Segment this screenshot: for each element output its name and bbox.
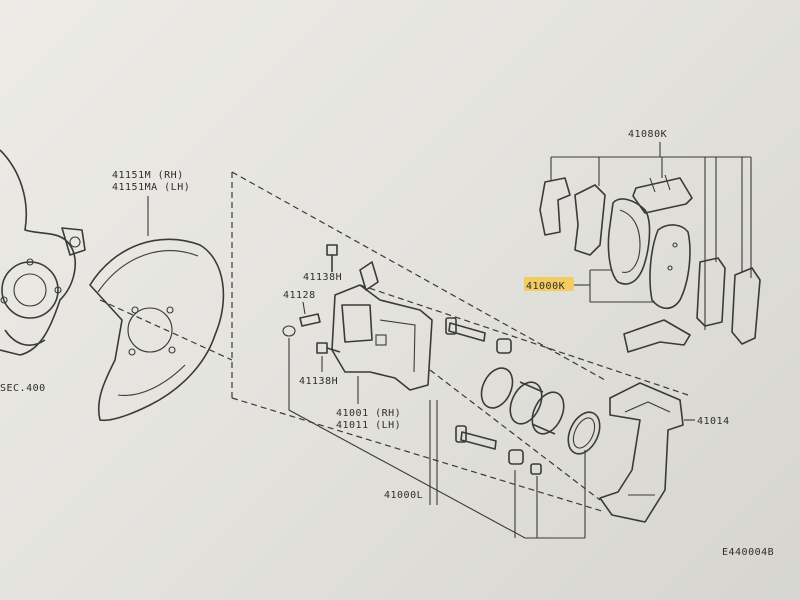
splash-shield-label-lh: 41151MA (LH) [112, 182, 190, 193]
bolt-upper-label: 41138H [303, 272, 342, 283]
torque-member [599, 382, 684, 523]
caliper-label-lh: 41011 (LH) [336, 420, 401, 431]
brake-pad-inner [607, 198, 651, 285]
pad-shim-3 [696, 257, 726, 327]
diagram-code: E440004B [722, 547, 774, 558]
bleeder-leader [302, 301, 306, 315]
hardware-kit-bracket [550, 142, 752, 330]
pad-shim-2 [574, 184, 606, 256]
pin-boot-lower [508, 449, 542, 475]
caliper-bolt-lower [316, 342, 341, 354]
pad-retainer-lower [623, 319, 691, 353]
assembly-dashed-guides [99, 171, 689, 513]
caliper-label-rh: 41001 (RH) [336, 408, 401, 419]
pad-retainer-upper [632, 174, 693, 214]
bleeder-screw [282, 313, 321, 337]
bolt-lower-label: 41138H [299, 376, 338, 387]
slide-pin-lower [455, 425, 497, 450]
pad-kit-highlight [524, 277, 574, 291]
pad-kit-label: 41000K [526, 281, 565, 292]
caliper-kit-label: 41000L [384, 490, 423, 501]
piston-seal [480, 367, 514, 409]
torque-member-label: 41014 [697, 416, 730, 427]
splash-shield-label-rh: 41151M (RH) [112, 170, 184, 181]
caliper-body [331, 261, 433, 391]
slide-pin-upper [445, 317, 486, 342]
pad-shim-4 [731, 267, 761, 345]
hardware-kit-label: 41080K [628, 129, 667, 140]
pad-shim-1 [539, 177, 571, 236]
caliper-bolt-upper [326, 244, 338, 272]
steering-knuckle [0, 149, 86, 356]
caliper-piston [509, 381, 565, 435]
brake-splash-shield [89, 238, 225, 422]
brake-pad-outer [649, 224, 691, 310]
caliper-kit-bracket [288, 338, 586, 539]
knuckle-reference-label: SEC.400 [0, 383, 46, 394]
pin-boot-upper [496, 338, 512, 354]
piston-boot [567, 411, 601, 455]
pad-kit-bracket [574, 269, 655, 303]
bleeder-label: 41128 [283, 290, 316, 301]
